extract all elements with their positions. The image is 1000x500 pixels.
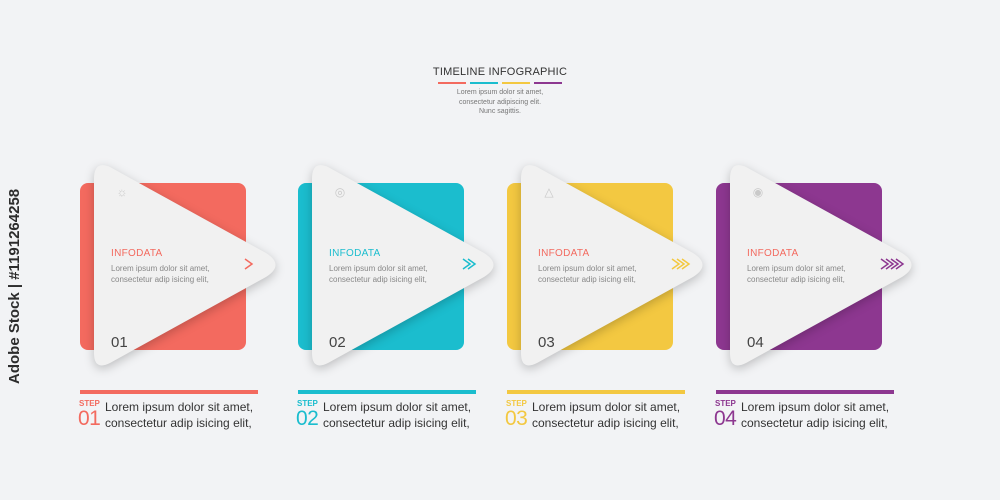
timeline-card-3: △ INFODATA Lorem ipsum dolor sit amet, c… bbox=[507, 165, 727, 375]
infographic-header: TIMELINE INFOGRAPHIC Lorem ipsum dolor s… bbox=[400, 66, 600, 117]
step-text-1: Lorem ipsum dolor sit amet, consectetur … bbox=[105, 400, 254, 430]
header-color-lines bbox=[400, 82, 600, 84]
card-triangle-4 bbox=[730, 165, 912, 366]
card-description-3: Lorem ipsum dolor sit amet, consectetur … bbox=[538, 264, 637, 284]
step-number-1: 01 bbox=[78, 407, 101, 430]
card-title-1: INFODATA bbox=[111, 248, 163, 259]
step-text-2: Lorem ipsum dolor sit amet, consectetur … bbox=[323, 400, 472, 430]
header-line-4 bbox=[534, 82, 562, 84]
card-number-4: 04 bbox=[747, 334, 764, 351]
step-number-3: 03 bbox=[505, 407, 528, 430]
globe-icon: ◎ bbox=[334, 185, 346, 199]
timeline-card-4: ◉ INFODATA Lorem ipsum dolor sit amet, c… bbox=[716, 165, 936, 375]
infographic-description: Lorem ipsum dolor sit amet, consectetur … bbox=[456, 89, 544, 115]
chevron-arrow-icon-4 bbox=[880, 258, 905, 270]
step-bar-1 bbox=[80, 390, 258, 394]
step-text-4: Lorem ipsum dolor sit amet, consectetur … bbox=[741, 400, 890, 430]
card-triangle-3 bbox=[521, 165, 703, 366]
step-bar-2 bbox=[298, 390, 476, 394]
step-label-4: STEP bbox=[715, 399, 736, 408]
target-icon: ◉ bbox=[752, 185, 764, 199]
card-title-2: INFODATA bbox=[329, 248, 381, 259]
lightbulb-icon: ☼ bbox=[116, 185, 128, 199]
header-line-2 bbox=[470, 82, 498, 84]
flask-icon: △ bbox=[544, 185, 554, 199]
card-title-4: INFODATA bbox=[747, 248, 799, 259]
card-triangle-2 bbox=[312, 165, 494, 366]
card-number-3: 03 bbox=[538, 334, 555, 351]
infographic-title: TIMELINE INFOGRAPHIC bbox=[432, 66, 568, 78]
step-label-1: STEP bbox=[79, 399, 100, 408]
step-number-2: 02 bbox=[296, 407, 319, 430]
step-number-4: 04 bbox=[714, 407, 737, 430]
step-item-4: STEP 04 Lorem ipsum dolor sit amet, cons… bbox=[714, 390, 895, 430]
step-item-2: STEP 02 Lorem ipsum dolor sit amet, cons… bbox=[296, 390, 477, 430]
step-bar-4 bbox=[716, 390, 894, 394]
card-triangle-1 bbox=[94, 165, 276, 366]
card-description-4: Lorem ipsum dolor sit amet, consectetur … bbox=[747, 264, 846, 284]
card-title-3: INFODATA bbox=[538, 248, 590, 259]
step-text-3: Lorem ipsum dolor sit amet, consectetur … bbox=[532, 400, 681, 430]
card-number-2: 02 bbox=[329, 334, 346, 351]
step-item-1: STEP 01 Lorem ipsum dolor sit amet, cons… bbox=[78, 390, 259, 430]
timeline-card-2: ◎ INFODATA Lorem ipsum dolor sit amet, c… bbox=[298, 165, 518, 375]
timeline-card-1: ☼ INFODATA Lorem ipsum dolor sit amet, c… bbox=[80, 165, 300, 375]
card-number-1: 01 bbox=[111, 334, 128, 351]
card-description-1: Lorem ipsum dolor sit amet, consectetur … bbox=[111, 264, 210, 284]
chevron-arrow-icon-3 bbox=[671, 258, 691, 270]
step-bar-3 bbox=[507, 390, 685, 394]
step-label-3: STEP bbox=[506, 399, 527, 408]
card-description-2: Lorem ipsum dolor sit amet, consectetur … bbox=[329, 264, 428, 284]
stock-watermark: Adobe Stock | #1191264258 bbox=[6, 188, 23, 384]
header-line-3 bbox=[502, 82, 530, 84]
header-line-1 bbox=[438, 82, 466, 84]
chevron-arrow-icon-2 bbox=[462, 258, 477, 270]
chevron-arrow-icon-1 bbox=[244, 258, 254, 270]
step-item-3: STEP 03 Lorem ipsum dolor sit amet, cons… bbox=[505, 390, 686, 430]
step-label-2: STEP bbox=[297, 399, 318, 408]
